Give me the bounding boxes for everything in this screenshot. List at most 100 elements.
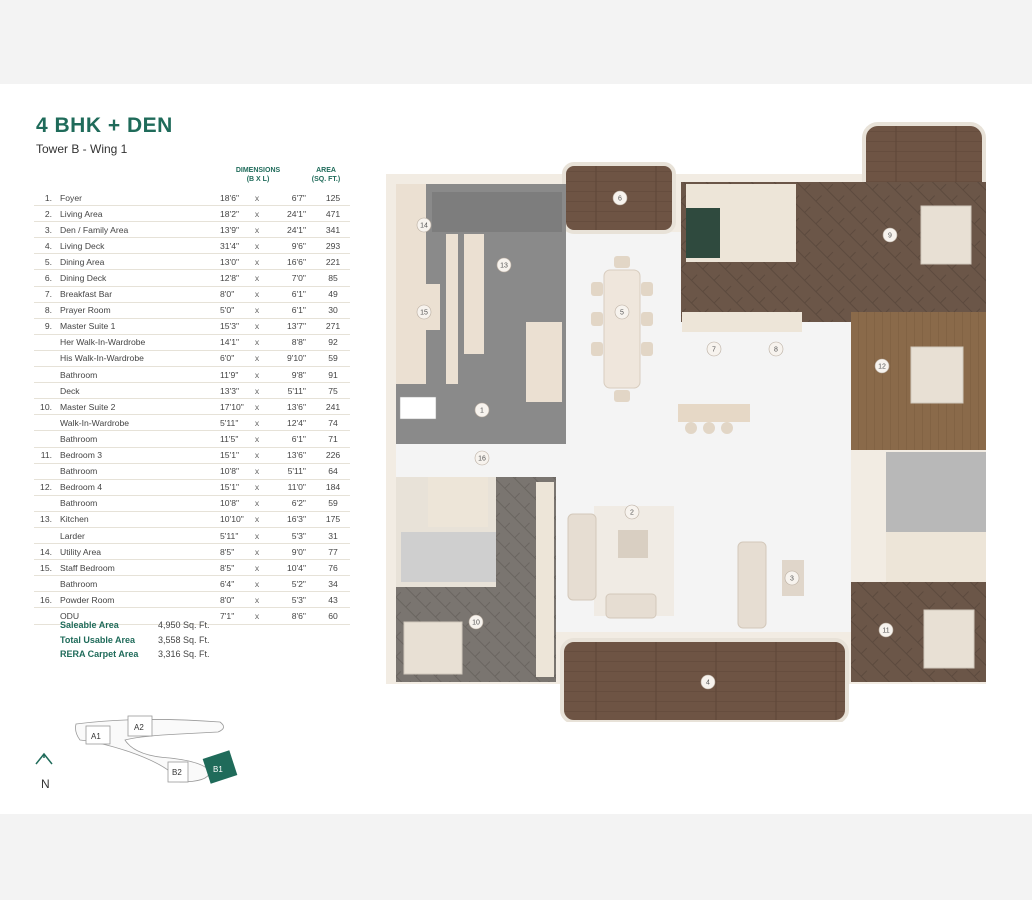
dimension-separator: x bbox=[254, 498, 260, 509]
dimension-separator: x bbox=[254, 546, 260, 557]
room-name: Foyer bbox=[60, 192, 82, 203]
room-name: Bathroom bbox=[60, 498, 98, 509]
room-marker-label: 10 bbox=[472, 620, 480, 627]
bedroom-4-bath bbox=[886, 452, 986, 532]
room-marker-label: 12 bbox=[878, 364, 886, 371]
room-length: 6'7" bbox=[291, 192, 306, 203]
wing-b1-highlight[interactable] bbox=[202, 750, 238, 784]
summary-label: Saleable Area bbox=[60, 620, 119, 631]
row-number: 3. bbox=[44, 224, 52, 235]
room-breadth: 13'9" bbox=[220, 224, 240, 235]
room-marker-label: 15 bbox=[420, 310, 428, 317]
row-number: 8. bbox=[44, 305, 52, 316]
room-breadth: 12'8" bbox=[220, 273, 240, 284]
row-number: 9. bbox=[44, 321, 52, 332]
coffee-table bbox=[618, 530, 648, 558]
room-name: Her Walk-In-Wardrobe bbox=[60, 337, 146, 348]
summary-value: 4,950 Sq. Ft. bbox=[158, 620, 210, 631]
room-marker-7[interactable] bbox=[706, 341, 722, 357]
room-marker-14[interactable] bbox=[416, 217, 432, 233]
room-breadth: 11'5" bbox=[220, 433, 239, 444]
dimension-separator: x bbox=[254, 466, 260, 477]
room-breadth: 13'3" bbox=[220, 385, 240, 396]
room-area: 30 bbox=[328, 305, 338, 316]
room-name: Den / Family Area bbox=[60, 224, 129, 235]
room-length: 10'4" bbox=[286, 562, 306, 573]
room-name: Master Suite 2 bbox=[60, 401, 116, 412]
room-length: 13'6" bbox=[286, 401, 306, 412]
room-length: 8'6" bbox=[291, 610, 306, 621]
summary-value: 3,316 Sq. Ft. bbox=[158, 649, 210, 660]
dimension-separator: x bbox=[254, 594, 260, 605]
room-marker-6[interactable] bbox=[612, 190, 628, 206]
room-breadth: 8'0" bbox=[220, 289, 235, 300]
dimension-separator: x bbox=[254, 273, 260, 284]
wing-b2[interactable] bbox=[167, 761, 189, 783]
dimension-separator: x bbox=[254, 369, 260, 380]
room-length: 13'7" bbox=[286, 321, 306, 332]
room-area: 471 bbox=[325, 208, 341, 219]
room-marker-15[interactable] bbox=[416, 304, 432, 320]
dimension-separator: x bbox=[254, 482, 260, 493]
den-sofa bbox=[737, 541, 767, 629]
dining-table bbox=[603, 269, 641, 389]
room-breadth: 11'9" bbox=[220, 369, 239, 380]
room-marker-13[interactable] bbox=[496, 257, 512, 273]
room-length: 9'0" bbox=[291, 546, 306, 557]
room-area: 64 bbox=[328, 466, 338, 477]
wing-a2[interactable] bbox=[127, 715, 153, 737]
room-marker-4[interactable] bbox=[700, 674, 716, 690]
room-length: 9'6" bbox=[291, 240, 306, 251]
room-area: 60 bbox=[328, 610, 338, 621]
wing-a1[interactable] bbox=[85, 725, 111, 745]
row-number: 13. bbox=[40, 514, 52, 525]
room-marker-9[interactable] bbox=[882, 227, 898, 243]
area-label: AREA bbox=[316, 167, 336, 174]
master-suite-2-bed bbox=[403, 621, 463, 675]
room-marker-2[interactable] bbox=[624, 504, 640, 520]
room-name: ODU bbox=[60, 610, 80, 621]
room-marker-11[interactable] bbox=[878, 622, 894, 638]
room-area: 341 bbox=[325, 224, 341, 235]
kitchen-counter bbox=[526, 322, 562, 402]
room-breadth: 7'1" bbox=[220, 610, 235, 621]
room-marker-5[interactable] bbox=[614, 304, 630, 320]
room-marker-label: 4 bbox=[706, 680, 710, 687]
room-breadth: 10'10" bbox=[220, 514, 244, 525]
room-marker-label: 11 bbox=[882, 628, 889, 635]
room-marker-label: 1 bbox=[480, 408, 484, 415]
dimension-separator: x bbox=[254, 433, 260, 444]
room-length: 5'3" bbox=[291, 530, 306, 541]
room-breadth: 8'5" bbox=[220, 546, 235, 557]
room-area: 226 bbox=[325, 450, 341, 461]
room-breadth: 18'2" bbox=[220, 208, 240, 219]
room-marker-12[interactable] bbox=[874, 358, 890, 374]
room-area: 175 bbox=[325, 514, 341, 525]
room-marker-3[interactable] bbox=[784, 570, 800, 586]
room-breadth: 15'1" bbox=[220, 482, 240, 493]
room-name: Bathroom bbox=[60, 433, 98, 444]
dimension-separator: x bbox=[254, 450, 260, 461]
row-number: 11. bbox=[40, 450, 52, 461]
room-name: Master Suite 1 bbox=[60, 321, 116, 332]
room-marker-10[interactable] bbox=[468, 614, 484, 630]
room-length: 12'4" bbox=[286, 417, 306, 428]
room-marker-8[interactable] bbox=[768, 341, 784, 357]
room-length: 5'11" bbox=[287, 466, 306, 477]
room-length: 13'6" bbox=[286, 450, 306, 461]
room-breadth: 10'8" bbox=[220, 498, 240, 509]
room-marker-16[interactable] bbox=[474, 450, 490, 466]
room-marker-1[interactable] bbox=[474, 402, 490, 418]
wing-a1-label: A1 bbox=[91, 732, 101, 741]
